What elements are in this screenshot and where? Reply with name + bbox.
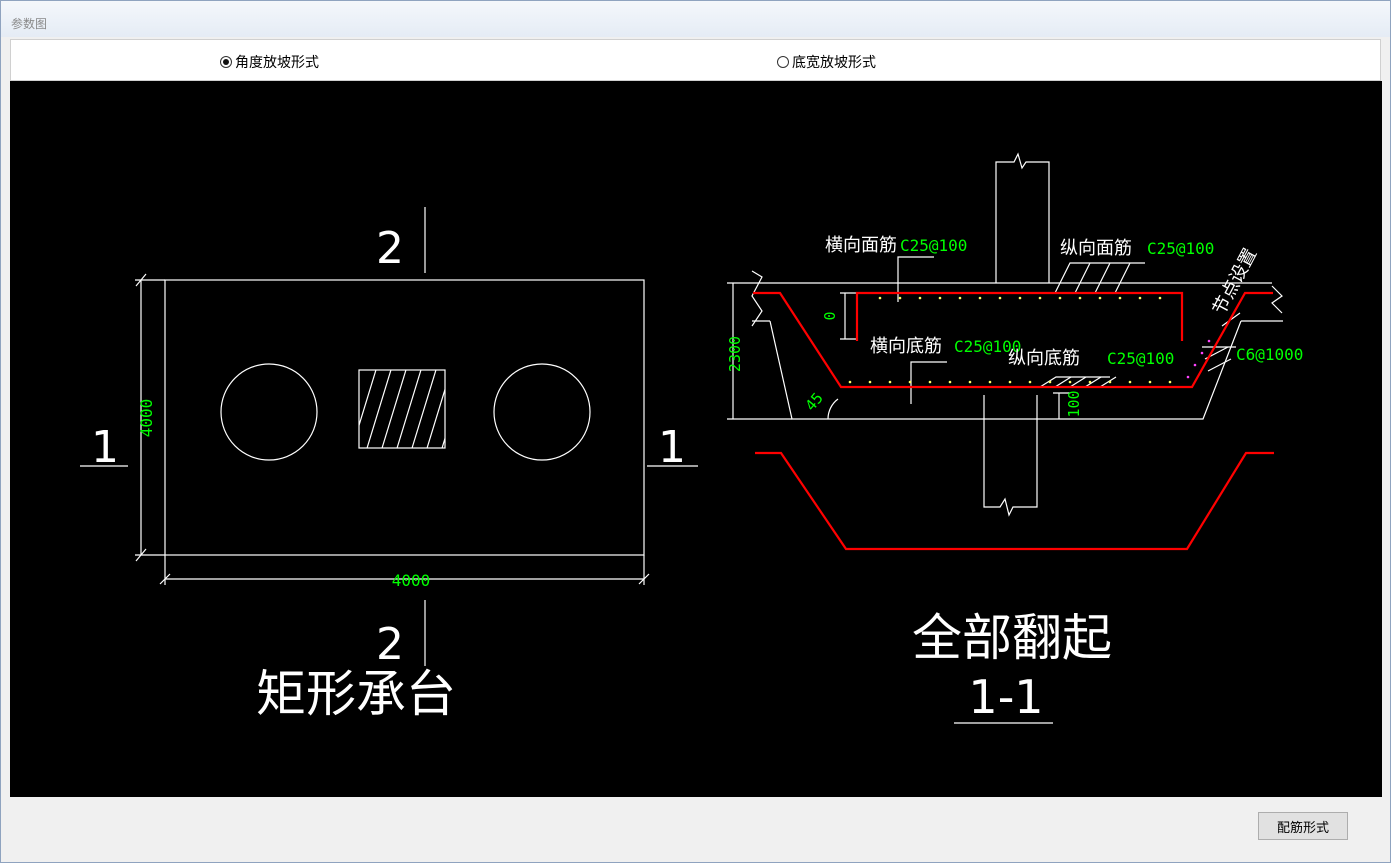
- long-top-label: 纵向面筋: [1060, 238, 1132, 259]
- dim-width-text: 4000: [392, 571, 431, 590]
- angle-slope-radio[interactable]: 角度放坡形式: [220, 52, 319, 72]
- bottom-rebar: [753, 291, 1273, 389]
- leader-trans-top: [897, 256, 934, 302]
- section-1-right-label: 1: [658, 422, 686, 473]
- section-1-left-label: 1: [91, 422, 119, 473]
- angle-text: 45: [801, 389, 826, 414]
- long-bottom-label: 纵向底筋: [1008, 348, 1080, 369]
- width-slope-radio[interactable]: 底宽放坡形式: [777, 52, 876, 72]
- section-title: 全部翻起: [912, 609, 1112, 667]
- plan-title: 矩形承台: [256, 665, 456, 723]
- column-above: [995, 152, 1050, 283]
- dim-cover-text: 100: [1065, 390, 1083, 417]
- pile-below: [983, 395, 1038, 517]
- trans-top-value: C25@100: [900, 236, 967, 255]
- rebar-lines: [753, 291, 1274, 551]
- window-title: 参数图: [11, 17, 48, 31]
- angle-arc: [827, 398, 839, 420]
- width-slope-label[interactable]: 底宽放坡形式: [792, 55, 876, 71]
- node-setting-label[interactable]: 节点设置: [1209, 245, 1261, 318]
- long-bottom-value: C25@100: [1107, 349, 1174, 368]
- radio-checked-icon[interactable]: [220, 56, 232, 68]
- plan-view: [80, 207, 698, 666]
- side-value: C6@1000: [1236, 345, 1303, 364]
- bottom-bar: 配筋形式: [10, 797, 1382, 853]
- dim-zero-text: 0: [821, 311, 839, 320]
- title-bar[interactable]: 参数图: [1, 1, 1390, 37]
- pile-cap-outline: [164, 279, 645, 556]
- trans-top-label: 横向面筋: [825, 235, 897, 256]
- pile-right: [493, 363, 591, 461]
- angle-slope-label[interactable]: 角度放坡形式: [235, 55, 319, 71]
- dim-depth-text: 2300: [726, 336, 744, 372]
- cap-outline: [769, 320, 1242, 420]
- long-top-value: C25@100: [1147, 239, 1214, 258]
- side-rebar-dots: [1186, 339, 1211, 379]
- top-rebar: [855, 291, 1184, 341]
- rebar-dots: [848, 296, 1172, 384]
- trans-bottom-label: 横向底筋: [870, 336, 942, 357]
- drawing-svg: 2 2 1 1 4000 4000 矩形承台: [80, 152, 1303, 724]
- excavation-outline: [755, 451, 1274, 551]
- section-view: [727, 152, 1283, 517]
- section-2-top-label: 2: [376, 223, 404, 274]
- pile-left: [220, 363, 318, 461]
- option-bar: 角度放坡形式 底宽放坡形式: [10, 39, 1381, 81]
- trans-bottom-value: C25@100: [954, 337, 1021, 356]
- rebar-form-button[interactable]: 配筋形式: [1258, 812, 1348, 840]
- drawing-canvas: 2 2 1 1 4000 4000 矩形承台: [10, 81, 1382, 797]
- section-label: 1-1: [968, 670, 1043, 724]
- column-section: [358, 369, 446, 449]
- leader-trans-bottom: [910, 361, 947, 404]
- radio-unchecked-icon[interactable]: [777, 56, 789, 68]
- dim-height-text: 4000: [137, 399, 156, 438]
- column-hatch: [359, 370, 445, 448]
- section-2-bottom-label: 2: [376, 619, 404, 670]
